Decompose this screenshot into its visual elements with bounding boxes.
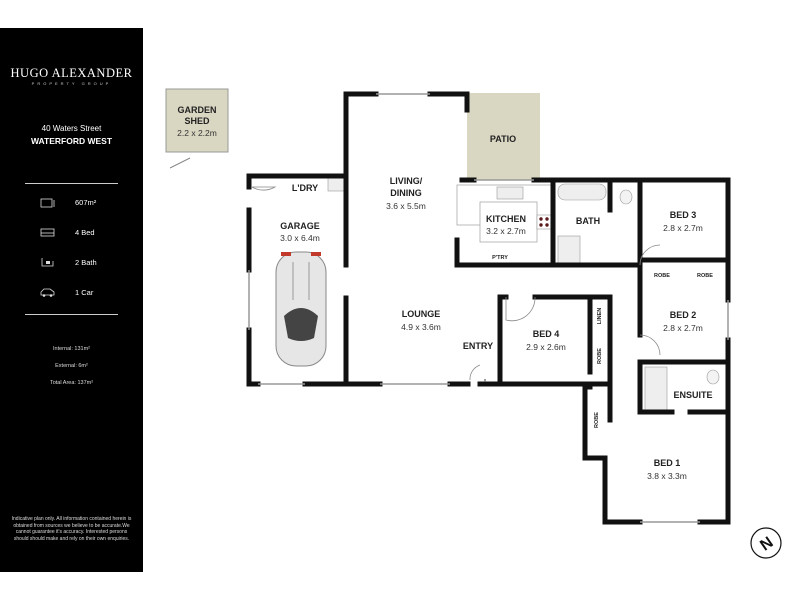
living-label: LIVING/	[390, 176, 423, 186]
shed-label-2: SHED	[184, 116, 210, 126]
lounge-dim: 4.9 x 3.6m	[401, 322, 441, 332]
stat-label: 2 Bath	[75, 258, 97, 267]
garden-shed	[165, 88, 229, 153]
stat-label: 1 Car	[75, 288, 94, 297]
bath-label: BATH	[576, 216, 600, 226]
address-suburb: WATERFORD WEST	[30, 136, 113, 146]
windows	[248, 93, 729, 523]
robe-label: ROBE	[594, 412, 600, 428]
bath-icon	[41, 258, 54, 267]
doors	[251, 186, 661, 381]
bed1-label: BED 1	[654, 458, 681, 468]
robe-label: ROBE	[597, 348, 603, 364]
bathtub-icon	[557, 183, 607, 201]
entry-arrow-icon: ↑	[483, 376, 488, 386]
brand-logo: HUGO ALEXANDER	[10, 66, 133, 80]
shed-dim: 2.2 x 2.2m	[177, 128, 217, 138]
internal-area: Internal: 131m²	[53, 346, 90, 352]
bed-icon	[40, 228, 55, 237]
stat-label: 607m²	[75, 198, 97, 207]
ensuite-shower-icon	[644, 366, 668, 411]
bed1-dim: 3.8 x 3.3m	[647, 471, 687, 481]
sidebar: HUGO ALEXANDER PROPERTY GROUP 40 Waters …	[0, 28, 143, 572]
stat-land: 607m²	[35, 196, 125, 210]
robe-label: ROBE	[654, 273, 670, 279]
bed4-label: BED 4	[533, 329, 560, 339]
address-street: 40 Waters Street	[41, 124, 102, 133]
stat-label: 4 Bed	[75, 228, 95, 237]
land-icon	[40, 198, 55, 208]
svg-text:N: N	[757, 534, 776, 555]
brand-subtitle: PROPERTY GROUP	[31, 81, 112, 86]
ensuite-toilet-icon	[706, 369, 720, 385]
bed2-dim: 2.8 x 2.7m	[663, 323, 703, 333]
patio	[467, 93, 540, 180]
walls	[246, 91, 731, 525]
car-icon	[40, 288, 55, 297]
kitchen-label: KITCHEN	[486, 214, 526, 224]
total-area: Total Area: 137m²	[49, 380, 94, 386]
shed-door	[169, 157, 191, 169]
divider	[25, 314, 118, 315]
car-icon	[275, 251, 327, 367]
living-dim: 3.6 x 5.5m	[386, 201, 426, 211]
stat-car: 1 Car	[35, 286, 125, 300]
lounge-label: LOUNGE	[402, 309, 441, 319]
laundry-tub-icon	[327, 176, 346, 192]
entry-label: ENTRY	[463, 341, 493, 351]
divider	[25, 183, 118, 184]
sink-icon	[496, 186, 524, 200]
garage-dim: 3.0 x 6.4m	[280, 233, 320, 243]
living-label-2: DINING	[390, 188, 422, 198]
toilet-icon	[619, 189, 633, 205]
bed3-label: BED 3	[670, 210, 697, 220]
bed3-dim: 2.8 x 2.7m	[663, 223, 703, 233]
stat-bath: 2 Bath	[35, 256, 125, 270]
shower-icon	[557, 235, 581, 264]
bed4-dim: 2.9 x 2.6m	[526, 342, 566, 352]
garage-label: GARAGE	[280, 221, 320, 231]
disclaimer: Indicative plan only. All information co…	[11, 516, 132, 542]
patio-label: PATIO	[490, 134, 516, 144]
bed2-label: BED 2	[670, 310, 697, 320]
shed-label: GARDEN	[177, 105, 216, 115]
linen-label: LINEN	[597, 308, 603, 325]
laundry-label: L'DRY	[292, 183, 318, 193]
compass-icon: N	[750, 527, 782, 559]
cooktop-icon	[536, 214, 552, 230]
stat-bed: 4 Bed	[35, 226, 125, 240]
pantry-label: P'TRY	[492, 255, 508, 261]
robe-label: ROBE	[697, 273, 713, 279]
ensuite-label: ENSUITE	[673, 390, 712, 400]
kitchen-dim: 3.2 x 2.7m	[486, 226, 526, 236]
external-area: External: 6m²	[55, 363, 88, 369]
